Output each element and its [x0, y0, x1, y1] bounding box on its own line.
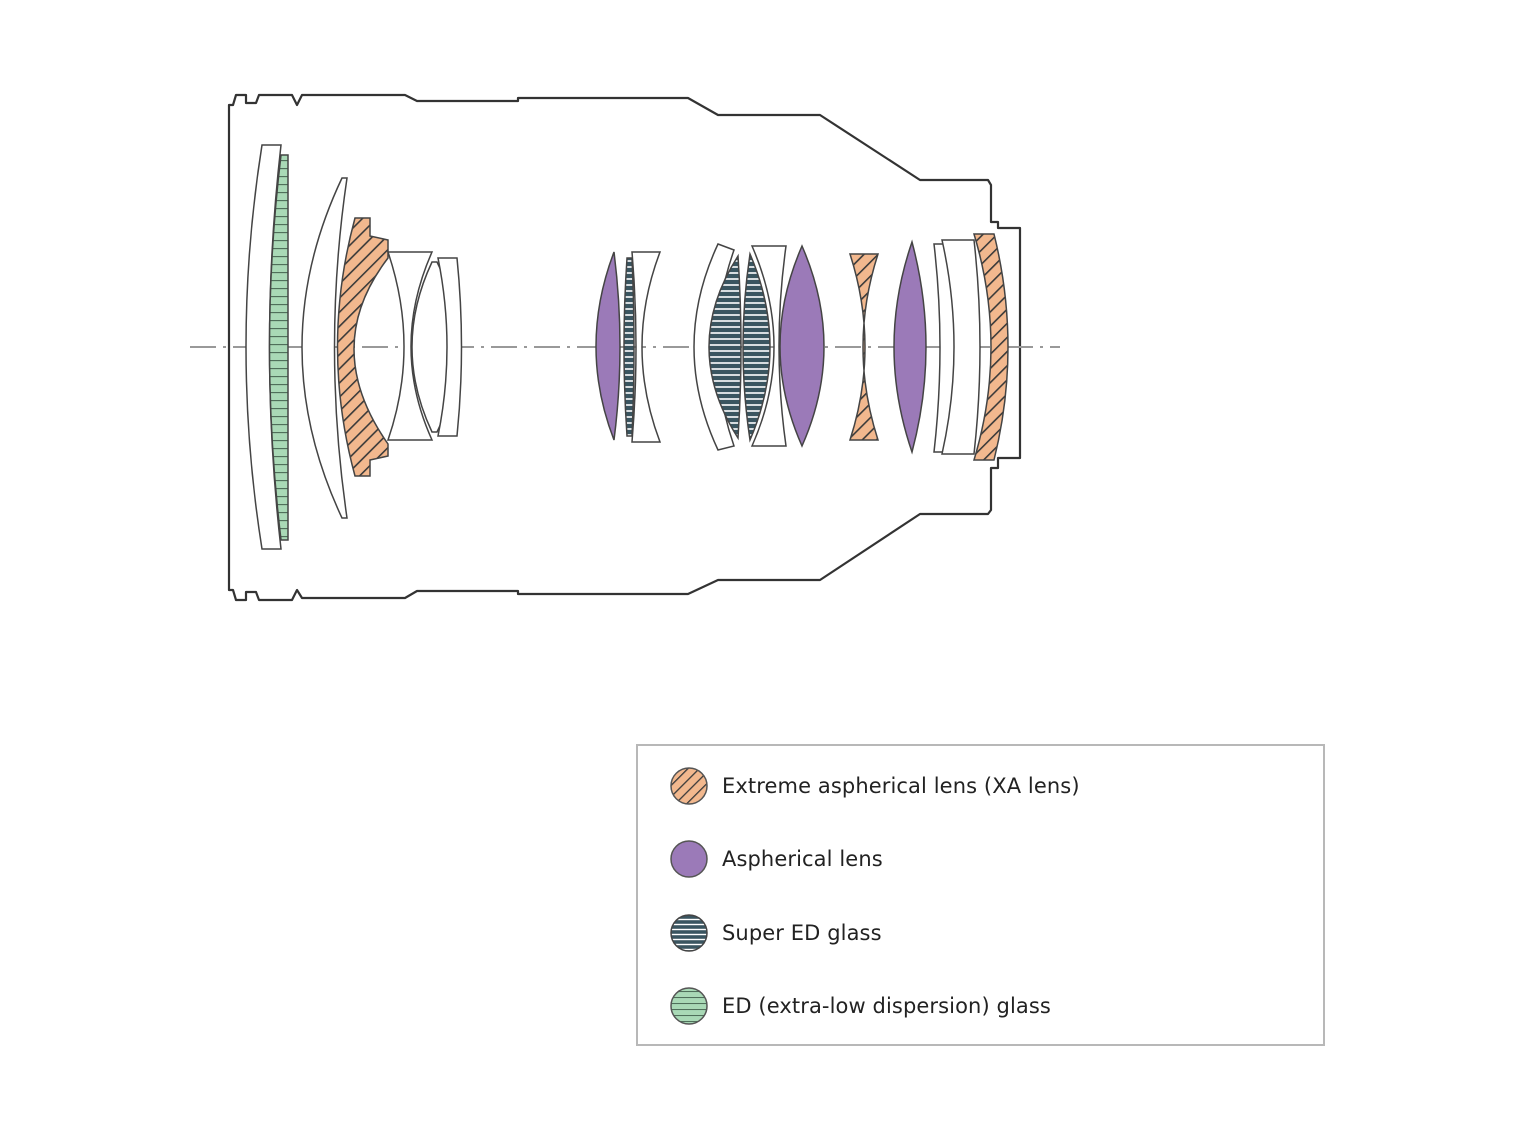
middle-group-lens-c [750, 245, 787, 447]
super-ed-glass-element-1 [623, 257, 635, 437]
legend-label-aspherical-lens: Aspherical lens [722, 847, 883, 871]
ed-glass-swatch-icon [670, 987, 708, 1025]
legend-label-super-ed-glass: Super ED glass [722, 921, 882, 945]
rear-group-lens-b [941, 239, 981, 455]
legend-item-ed-glass: ED (extra-low dispersion) glass [668, 984, 1051, 1028]
legend-box: Extreme aspherical lens (XA lens) Aspher… [636, 744, 1325, 1046]
front-group-lens-c [437, 257, 463, 437]
front-meniscus-element-2 [301, 177, 348, 519]
aspherical-lens-swatch-icon [670, 840, 708, 878]
legend-item-super-ed-glass: Super ED glass [668, 911, 882, 955]
middle-group-lens-a [631, 251, 662, 443]
xa-lens-element-front [336, 217, 389, 477]
lens-barrel-outline [227, 93, 1022, 602]
aspherical-lens-element-2 [779, 244, 825, 448]
xa-lens-element-rear [972, 233, 1009, 461]
super-ed-glass-element-2 [708, 253, 742, 441]
legend-item-xa-lens: Extreme aspherical lens (XA lens) [668, 764, 1080, 808]
front-group-lens-a [386, 251, 434, 441]
legend-label-ed-glass: ED (extra-low dispersion) glass [722, 994, 1051, 1018]
xa-lens-swatch-icon [670, 767, 708, 805]
super-ed-glass-element-3 [742, 251, 771, 443]
xa-lens-element-middle [848, 253, 880, 441]
ed-glass-element [268, 154, 289, 541]
legend-label-xa-lens: Extreme aspherical lens (XA lens) [722, 774, 1080, 798]
aspherical-lens-element-3 [893, 239, 927, 455]
super-ed-glass-swatch-icon [670, 914, 708, 952]
legend-item-aspherical-lens: Aspherical lens [668, 837, 883, 881]
aspherical-lens-element-1 [595, 251, 621, 441]
